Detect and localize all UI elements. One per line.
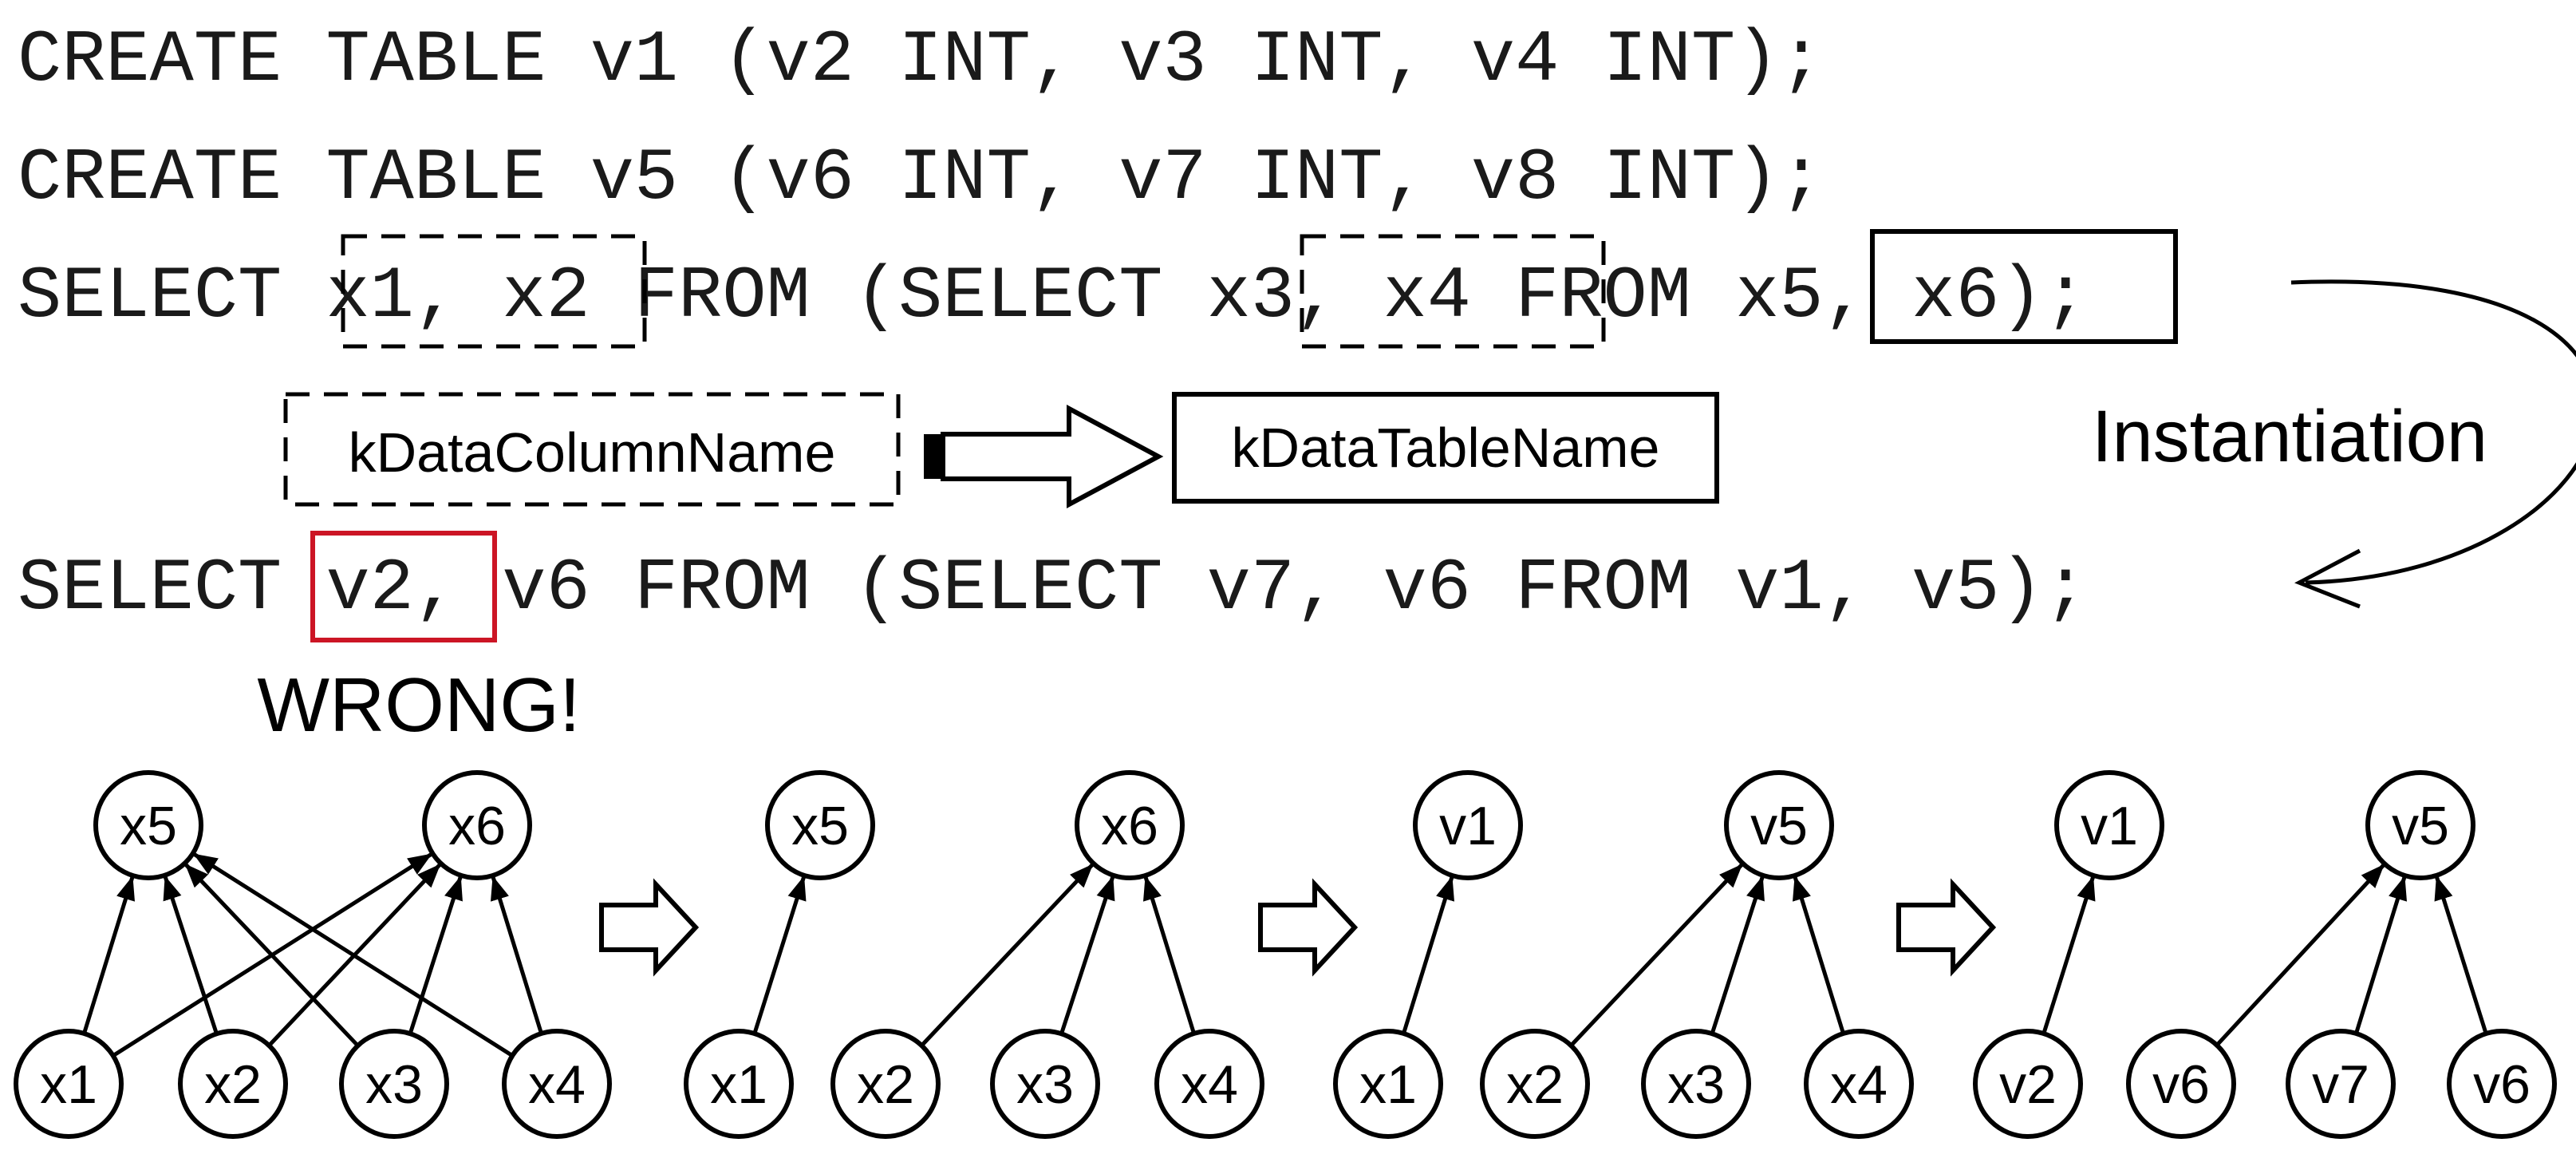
legend-column-box <box>283 392 901 507</box>
code-line-create-v1: CREATE TABLE v1 (v2 INT, v3 INT, v4 INT)… <box>18 18 1824 102</box>
column-node: v6 <box>2126 1029 2236 1139</box>
table-node: v1 <box>2054 770 2164 880</box>
legend-table-box <box>1172 392 1719 504</box>
dependency-edge <box>1792 876 1845 1034</box>
column-node: x3 <box>1641 1029 1751 1139</box>
code-line-select-instantiated: SELECT v2, v6 FROM (SELECT v7, v6 FROM v… <box>18 547 2088 630</box>
instantiation-label: Instantiation <box>2092 396 2487 477</box>
instantiation-arrow <box>2290 279 2576 585</box>
transform-arrow-2 <box>1258 878 1359 977</box>
dependency-edge <box>163 876 219 1035</box>
column-node: x1 <box>1333 1029 1443 1139</box>
column-node: x2 <box>1480 1029 1590 1139</box>
dependency-edge <box>1142 876 1196 1034</box>
dependency-edge <box>1710 876 1765 1034</box>
legend-implies-arrow <box>924 404 1164 509</box>
column-node: x3 <box>339 1029 449 1139</box>
code-line-create-v5: CREATE TABLE v5 (v6 INT, v7 INT, v8 INT)… <box>18 136 1824 220</box>
table-placeholder-box <box>1870 229 2178 344</box>
column-node: v6 <box>2447 1029 2557 1139</box>
svg-text:x2: x2 <box>204 1054 262 1115</box>
svg-text:x5: x5 <box>120 796 177 856</box>
column-node: x1 <box>684 1029 794 1139</box>
svg-text:x4: x4 <box>528 1054 586 1115</box>
dependency-edge <box>752 876 807 1034</box>
column-node: x4 <box>502 1029 612 1139</box>
dependency-edge <box>920 863 1095 1047</box>
svg-text:x4: x4 <box>1830 1054 1888 1115</box>
svg-text:v1: v1 <box>2081 796 2138 856</box>
dependency-edge <box>1059 876 1115 1035</box>
dependency-edge <box>490 876 543 1034</box>
column-node: x3 <box>990 1029 1100 1139</box>
dependency-edge <box>184 863 360 1047</box>
svg-text:v5: v5 <box>2392 796 2449 856</box>
svg-text:v1: v1 <box>1439 796 1497 856</box>
svg-text:x4: x4 <box>1181 1054 1238 1115</box>
table-node: x6 <box>1075 770 1185 880</box>
table-node: x6 <box>422 770 532 880</box>
instantiation-arrowhead <box>2294 548 2361 609</box>
table-node: v1 <box>1413 770 1523 880</box>
dependency-edge <box>193 852 514 1057</box>
dependency-edge <box>1402 876 1455 1034</box>
wrong-label: WRONG! <box>257 662 580 748</box>
dependency-edge <box>2434 876 2488 1034</box>
svg-text:x5: x5 <box>791 796 849 856</box>
table-node: v5 <box>1724 770 1834 880</box>
svg-text:x2: x2 <box>1506 1054 1564 1115</box>
table-node: v5 <box>2365 770 2475 880</box>
column-placeholder-box-2 <box>1300 234 1606 349</box>
svg-text:x1: x1 <box>710 1054 767 1115</box>
dependency-graphs: x5 x6 x1 x2 x3 x4 x5 x6 x1 x2 x3 x4 v1 v5 x1 x2 x3 x4 v1 v5… <box>14 770 2557 1139</box>
column-node: x4 <box>1154 1029 1264 1139</box>
table-node: x5 <box>765 770 875 880</box>
dependency-edge <box>82 876 136 1034</box>
column-node: x4 <box>1804 1029 1914 1139</box>
dependency-edge <box>2354 876 2408 1034</box>
column-node: x2 <box>178 1029 288 1139</box>
table-node: x5 <box>93 770 203 880</box>
svg-text:x1: x1 <box>1359 1054 1417 1115</box>
dependency-edge <box>2041 876 2096 1034</box>
wrong-column-highlight <box>310 531 497 642</box>
dependency-edge <box>2215 864 2385 1047</box>
code-line-select-template: SELECT x1, x2 FROM (SELECT x3, x4 FROM x… <box>18 255 2088 338</box>
svg-text:v5: v5 <box>1750 796 1808 856</box>
svg-text:v2: v2 <box>1999 1054 2057 1115</box>
transform-arrow-3 <box>1896 878 1997 977</box>
svg-text:x3: x3 <box>365 1054 423 1115</box>
svg-text:x6: x6 <box>1101 796 1158 856</box>
column-node: x2 <box>830 1029 941 1139</box>
column-node: v2 <box>1973 1029 2083 1139</box>
column-node: x1 <box>14 1029 124 1139</box>
dependency-edge <box>1569 863 1744 1047</box>
svg-text:x1: x1 <box>40 1054 97 1115</box>
legend-column-label: kDataColumnName <box>349 421 836 484</box>
svg-text:v6: v6 <box>2473 1054 2531 1115</box>
transform-arrow-1 <box>599 878 700 977</box>
svg-text:x2: x2 <box>857 1054 914 1115</box>
column-placeholder-box-1 <box>341 234 647 349</box>
legend-table-label: kDataTableName <box>1232 417 1660 479</box>
dependency-edge <box>408 876 463 1034</box>
svg-text:x3: x3 <box>1667 1054 1725 1115</box>
svg-text:x3: x3 <box>1016 1054 1074 1115</box>
column-node: v7 <box>2286 1029 2396 1139</box>
svg-text:v6: v6 <box>2152 1054 2210 1115</box>
svg-text:x6: x6 <box>448 796 506 856</box>
svg-text:v7: v7 <box>2312 1054 2369 1115</box>
